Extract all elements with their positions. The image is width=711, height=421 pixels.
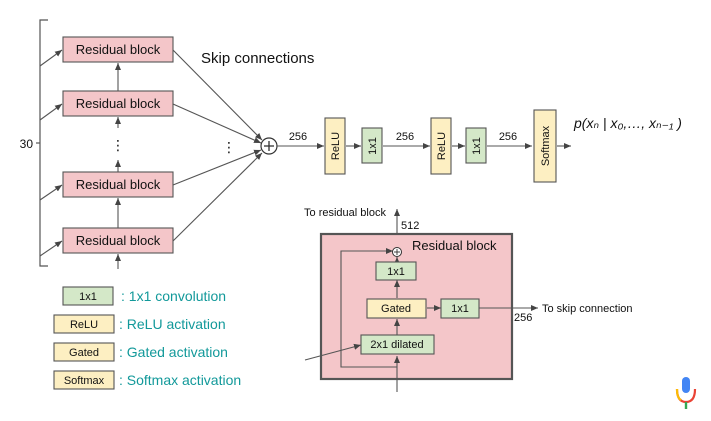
legend-item-gated-box: Gated [69, 347, 99, 359]
relu-box-1: ReLU [324, 117, 346, 175]
to-skip-label: To skip connection [542, 303, 633, 315]
detail-gated: Gated [366, 298, 427, 319]
residual-block-3-label: Residual block [76, 177, 161, 192]
legend-item-relu: ReLU : ReLU activation [53, 314, 226, 334]
relu-box-2-label: ReLU [436, 132, 448, 160]
legend: 1x1 : 1x1 convolution ReLU : ReLU activa… [53, 286, 241, 390]
detail-conv-skip: 1x1 [440, 298, 480, 319]
width-label-out: 256 [499, 131, 517, 143]
conv-box-2-label: 1x1 [471, 137, 483, 155]
residual-block-4-label: Residual block [76, 233, 161, 248]
legend-item-relu-text: : ReLU activation [119, 316, 226, 332]
relu-box-2: ReLU [430, 117, 452, 175]
to-residual-label: To residual block [304, 207, 386, 219]
stack-ellipsis: ⋮ [111, 137, 125, 153]
legend-item-softmax: Softmax : Softmax activation [53, 370, 241, 390]
width-label-512: 512 [401, 220, 419, 232]
detail-gated-label: Gated [381, 303, 411, 315]
legend-item-gated: Gated : Gated activation [53, 342, 228, 362]
detail-dilated: 2x1 dilated [360, 334, 435, 355]
softmax-box: Softmax [533, 109, 557, 183]
detail-conv-top-label: 1x1 [387, 266, 405, 278]
repeat-bracket [36, 19, 48, 267]
legend-item-conv-text: : 1x1 convolution [121, 288, 226, 304]
skip-connection-lines [172, 49, 263, 242]
detail-conv-top: 1x1 [375, 261, 417, 281]
detail-conv-skip-label: 1x1 [451, 303, 469, 315]
legend-item-softmax-box: Softmax [64, 375, 105, 387]
residual-sum-node [392, 247, 402, 257]
legend-item-softmax-text: : Softmax activation [119, 372, 241, 388]
output-expression: p(xₙ | x₀,…, xₙ₋₁ ) [573, 115, 682, 131]
width-label-skip: 256 [514, 312, 532, 324]
conv-box-2: 1x1 [465, 127, 487, 164]
residual-block-4: Residual block [62, 227, 174, 254]
residual-block-3: Residual block [62, 171, 174, 198]
skip-connections-label: Skip connections [201, 50, 314, 67]
residual-block-2: Residual block [62, 90, 174, 117]
legend-item-relu-box: ReLU [70, 319, 98, 331]
width-label-mid: 256 [396, 131, 414, 143]
legend-item-gated-text: : Gated activation [119, 344, 228, 360]
width-label-in: 256 [289, 131, 307, 143]
softmax-box-label: Softmax [540, 125, 552, 166]
legend-item-conv-box: 1x1 [79, 291, 97, 303]
sum-node [260, 137, 278, 155]
conv-box-1: 1x1 [361, 127, 383, 164]
skip-ellipsis: ⋮ [222, 139, 236, 155]
legend-item-conv: 1x1 : 1x1 convolution [62, 286, 226, 306]
residual-block-1-label: Residual block [76, 42, 161, 57]
residual-block-2-label: Residual block [76, 96, 161, 111]
detail-dilated-label: 2x1 dilated [370, 339, 423, 351]
microphone-icon [675, 377, 697, 409]
conv-box-1-label: 1x1 [367, 137, 379, 155]
repeat-count: 30 [20, 137, 34, 151]
relu-box-1-label: ReLU [330, 132, 342, 160]
residual-detail-title: Residual block [412, 238, 497, 253]
residual-detail-wiring [304, 248, 538, 392]
residual-block-1: Residual block [62, 36, 174, 63]
bracket-arrows [39, 49, 63, 257]
